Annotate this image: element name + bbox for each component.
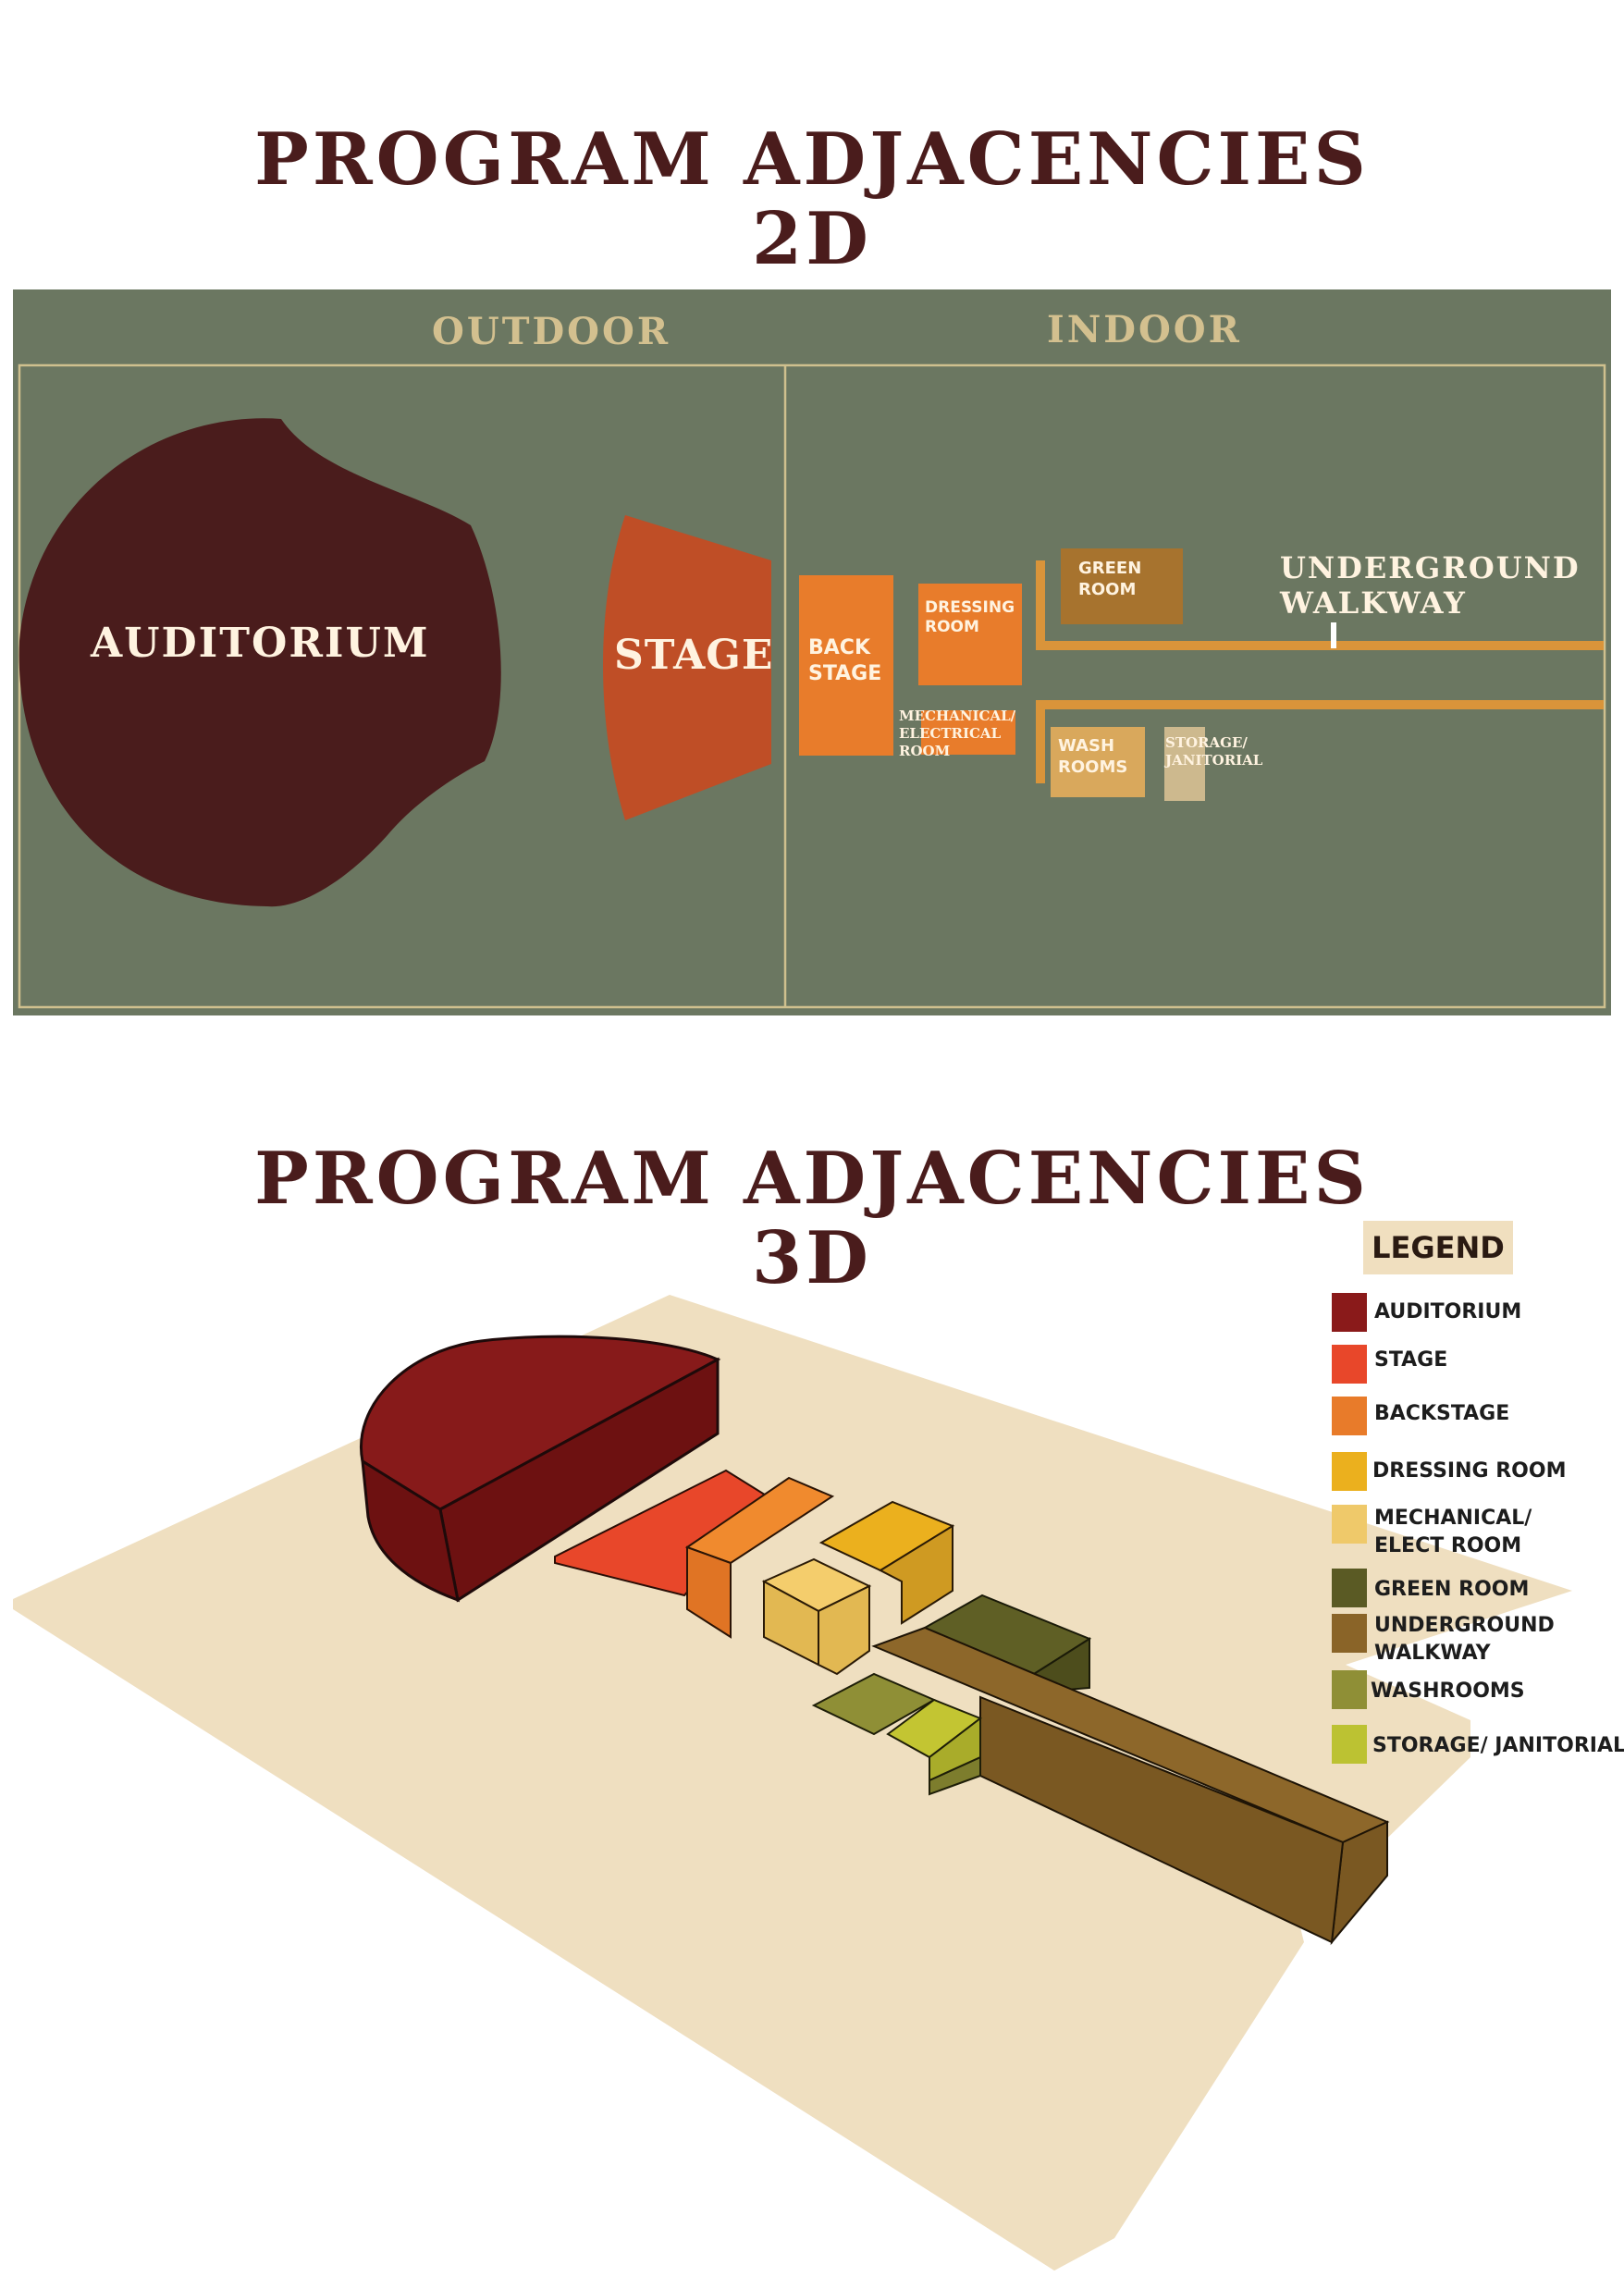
green-label-line1: GREEN [1078,559,1142,578]
legend-swatch [1332,1670,1367,1709]
green-room-block [1061,548,1183,624]
legend-label: WASHROOMS [1371,1680,1525,1703]
legend-label: MECHANICAL/ ELECT ROOM [1374,1505,1532,1559]
plan-frame [18,363,1606,1009]
backstage-block-side [686,1545,732,1639]
dressing-room-block-side [878,1524,953,1625]
legend-swatch [1332,1345,1367,1384]
ground-plane [13,1295,1572,2271]
dressing-room-block [918,584,1022,685]
backstage-label-line2: STAGE [808,661,882,685]
storage-block [1164,727,1205,801]
dressing-label-line2: ROOM [925,618,979,637]
wash-label-line1: WASH [1058,736,1115,756]
backstage-block [799,575,893,756]
storage-label: STORAGE/ JANITORIAL [1165,734,1262,769]
legend-label-line2: ELECT ROOM [1374,1533,1522,1557]
wash-label-line2: ROOMS [1058,757,1128,777]
storage-block-front [929,1716,981,1782]
legend-swatch [1332,1505,1367,1544]
green-room-label: GREEN ROOM [1078,559,1141,600]
mechanical-room-label: MECHANICAL/ ELECTRICAL ROOM [899,708,1015,759]
dressing-room-label: DRESSING ROOM [925,598,1015,638]
walkway-label-line1: UNDERGROUND [1280,550,1581,585]
mechanical-room-block [921,710,1015,755]
legend-swatch [1332,1452,1367,1491]
legend-title: LEGEND [1363,1221,1513,1274]
legend-swatch [1332,1614,1367,1653]
legend-swatch [1332,1569,1367,1607]
plan-2d-drawing [18,363,1606,1009]
title-3d-line2: 3D [752,1215,872,1300]
legend-label-line1: MECHANICAL/ [1374,1507,1532,1530]
legend-swatch [1332,1293,1367,1332]
storage-label-line1: STORAGE/ [1165,734,1248,751]
storage-label-line2: JANITORIAL [1165,751,1263,769]
mech-label-line1: MECHANICAL/ [899,708,1016,724]
title-2d-line2: 2D [752,196,872,281]
title-2d-line1: PROGRAM ADJACENCIES [254,117,1370,202]
walkway-label-line2: WALKWAY [1280,585,1467,621]
legend-label: DRESSING ROOM [1372,1459,1567,1483]
green-label-line2: ROOM [1078,579,1137,599]
washrooms-label: WASH ROOMS [1058,736,1127,778]
walkway-label: UNDERGROUND WALKWAY [1280,550,1581,621]
legend-swatch [1332,1397,1367,1435]
mech-label-line2: ELECTRICAL [899,724,1002,742]
ground-plane-lower [13,1599,1299,2271]
legend-label: GREEN ROOM [1374,1578,1530,1601]
title-3d-line1: PROGRAM ADJACENCIES [254,1137,1370,1221]
plan-2d-panel: OUTDOOR INDOOR AUDITORIUM STAGE BACK STA… [13,289,1611,1015]
legend-label: STAGE [1374,1348,1448,1372]
backstage-label-line1: BACK [808,636,870,659]
title-3d: PROGRAM ADJACENCIES 3D [0,1139,1624,1298]
zone-indoor-label: INDOOR [1047,308,1242,351]
washrooms-block [1051,727,1145,797]
auditorium-block-top [360,1335,721,1511]
zone-outdoor-label: OUTDOOR [432,310,671,353]
mechanical-room-block-front [763,1580,819,1667]
legend-label-line2: WALKWAY [1374,1641,1491,1665]
walkway-lines [1036,560,1604,783]
legend-label: BACKSTAGE [1374,1402,1510,1425]
legend-label-line1: UNDERGROUND [1374,1614,1555,1637]
dressing-label-line1: DRESSING [925,598,1015,617]
model-3d-drawing [13,1295,1572,2271]
backstage-label: BACK STAGE [808,635,881,686]
legend-label: AUDITORIUM [1374,1300,1522,1323]
auditorium-shape [18,418,501,907]
stage-shape [603,515,771,820]
legend-swatch [1332,1725,1367,1764]
legend-label: UNDERGROUND WALKWAY [1374,1612,1555,1667]
legend-label: STORAGE/ JANITORIAL [1372,1734,1624,1757]
auditorium-label: AUDITORIUM [91,620,430,667]
auditorium-block-front [361,1458,460,1603]
stage-label: STAGE [614,632,774,679]
title-2d: PROGRAM ADJACENCIES 2D [0,120,1624,279]
mech-label-line3: ROOM [899,742,951,759]
